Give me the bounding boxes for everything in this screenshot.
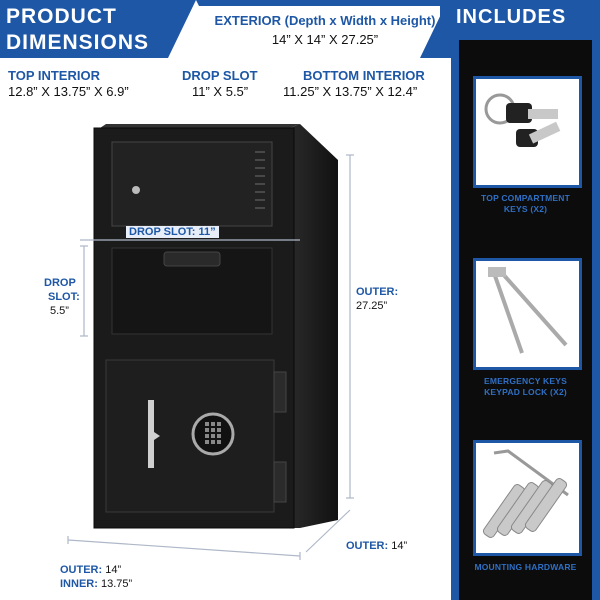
inner-width-measure: INNER: 13.75” [60,578,132,590]
bottom-interior-value: 11.25” X 13.75” X 12.4” [283,84,418,99]
top-interior-label: TOP INTERIOR [8,68,100,83]
exterior-label: EXTERIOR (Depth x Width x Height) [214,13,436,28]
exterior-value: 14” X 14” X 27.25” [271,32,379,47]
drop-height-value: 5.5” [50,305,69,317]
include-caption-keys-1: TOP COMPARTMENT [481,193,570,203]
outer-width-value: 14” [105,564,122,576]
include-card-emergency-keys [473,258,582,370]
outer-width-measure: OUTER: 14” [60,564,121,576]
includes-panel-stripes [451,40,600,600]
inner-width-label: INNER: [60,578,98,590]
drop-slot-width-text: DROP SLOT: 11” [129,226,216,238]
outer-depth-measure: OUTER: 14” [346,540,407,552]
outer-width-label: OUTER: [60,564,103,576]
include-card-hardware [473,440,582,556]
outer-height-value: 27.25” [356,300,388,312]
page-title-line2: DIMENSIONS [6,31,150,54]
bottom-interior-label: BOTTOM INTERIOR [303,68,425,83]
drop-height-label-2: SLOT: [48,291,80,303]
handle-icon [148,400,160,468]
include-caption-emergency-1: EMERGENCY KEYS [484,376,567,386]
outer-height-label: OUTER: [356,286,399,298]
keyhole-icon [132,186,140,194]
emergency-keys-icon [488,267,568,354]
drop-slot-label: DROP SLOT [182,68,258,83]
outer-depth-value: 14” [391,540,408,552]
include-caption-hardware: MOUNTING HARDWARE [451,562,600,573]
outer-depth-label: OUTER: [346,540,389,552]
tubular-keys-icon [484,93,561,147]
inner-width-value: 13.75” [100,578,133,590]
include-caption-emergency-2: KEYPAD LOCK (X2) [484,387,567,397]
drop-slot-width-measure: DROP SLOT: 11” [126,226,219,238]
includes-title: INCLUDES [456,6,567,28]
include-caption-keys-2: KEYS (X2) [503,204,548,214]
page-title-line1: PRODUCT [6,5,117,28]
include-caption-hardware-1: MOUNTING HARDWARE [474,562,577,572]
drop-height-label-1: DROP [44,277,76,289]
include-caption-emergency: EMERGENCY KEYS KEYPAD LOCK (X2) [451,376,600,398]
mounting-hardware-icon [482,449,569,538]
header-banner [0,0,600,58]
safe-illustration [67,124,354,560]
include-caption-keys: TOP COMPARTMENT KEYS (X2) [451,193,600,215]
include-card-keys [473,76,582,188]
drop-slot-value: 11” X 5.5” [192,84,249,99]
top-interior-value: 12.8” X 13.75” X 6.9” [8,84,129,99]
